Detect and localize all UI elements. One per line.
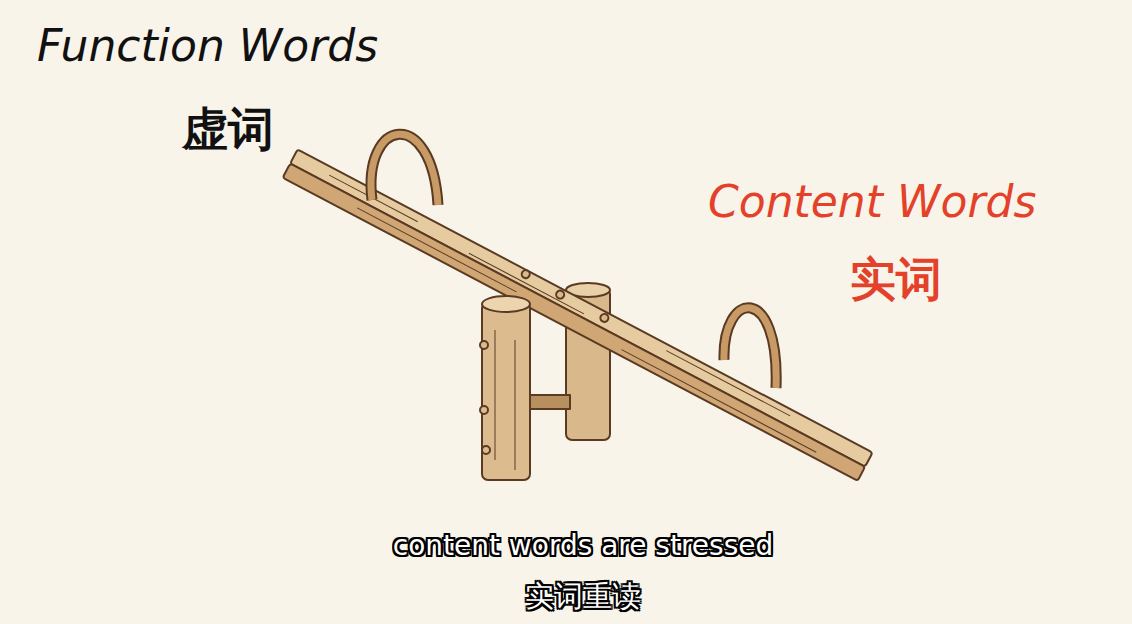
left-handle xyxy=(371,134,438,205)
function-words-chinese: 虚词 xyxy=(182,104,274,155)
crossbar xyxy=(525,395,570,409)
content-words-chinese: 实词 xyxy=(850,254,942,305)
near-post-top xyxy=(482,296,530,312)
content-words-heading: Content Words xyxy=(708,178,1036,226)
subtitle-english: content words are stressed xyxy=(393,531,773,562)
right-handle xyxy=(724,308,776,388)
near-post xyxy=(482,302,530,480)
function-words-heading: Function Words xyxy=(37,22,378,70)
left-handle-inner xyxy=(371,134,438,205)
right-handle-inner xyxy=(724,308,776,388)
subtitle-chinese: 实词重读 xyxy=(525,581,641,613)
